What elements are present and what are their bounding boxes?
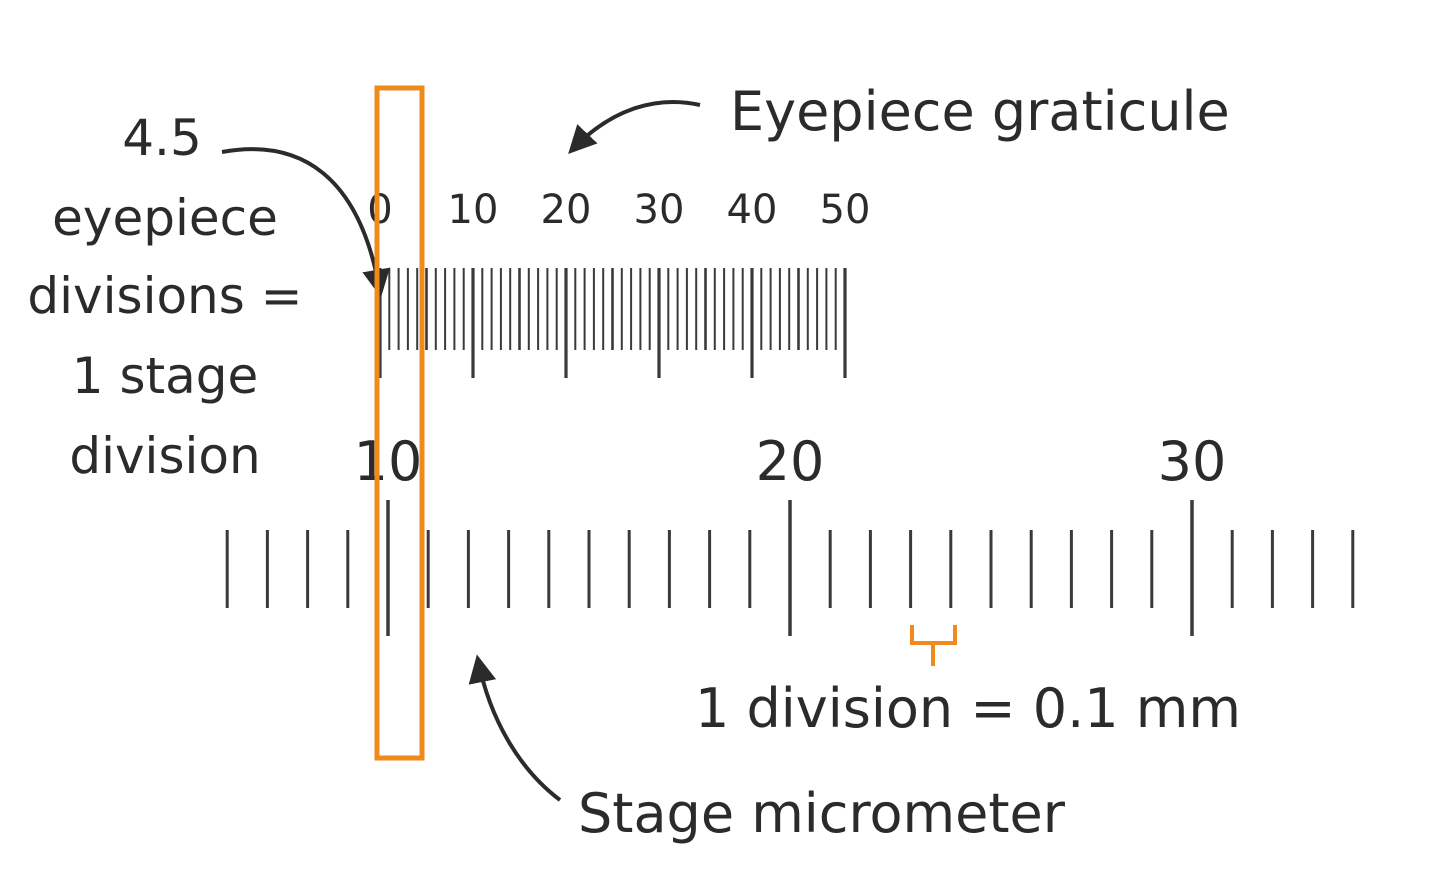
annotation-line-2: divisions = <box>27 267 302 325</box>
eyepiece-arrow <box>568 100 701 155</box>
stage-arrow <box>468 654 562 802</box>
annotation-line-3: 1 stage <box>72 347 259 405</box>
stage-number: 10 <box>354 430 423 493</box>
ratio-annotation: 4.5 eyepiece divisions = 1 stage divisio… <box>27 109 302 485</box>
eyepiece-number: 30 <box>634 187 685 233</box>
eyepiece-ticks <box>378 268 847 378</box>
division-bracket <box>910 625 957 666</box>
stage-number: 30 <box>1158 430 1227 493</box>
eyepiece-number: 40 <box>727 187 778 233</box>
eyepiece-number: 10 <box>448 187 499 233</box>
annotation-arrow <box>221 147 391 298</box>
scale-note: 1 division = 0.1 mm <box>695 677 1241 740</box>
stage-number: 20 <box>756 430 825 493</box>
eyepiece-graticule-label: Eyepiece graticule <box>730 80 1230 143</box>
eyepiece-graticule: 0 10 20 30 40 50 <box>367 187 870 378</box>
highlight-box <box>374 85 425 761</box>
stage-micrometer: 10 20 30 <box>225 430 1355 636</box>
annotation-line-1: eyepiece <box>52 189 278 247</box>
ratio-value: 4.5 <box>122 109 202 167</box>
eyepiece-number: 0 <box>367 187 392 233</box>
eyepiece-numbers: 0 10 20 30 40 50 <box>367 187 870 233</box>
stage-numbers: 10 20 30 <box>354 430 1227 493</box>
stage-micrometer-label: Stage micrometer <box>578 782 1066 845</box>
annotation-line-4: division <box>69 427 260 485</box>
eyepiece-number: 50 <box>820 187 871 233</box>
eyepiece-number: 20 <box>541 187 592 233</box>
stage-ticks <box>225 500 1355 636</box>
